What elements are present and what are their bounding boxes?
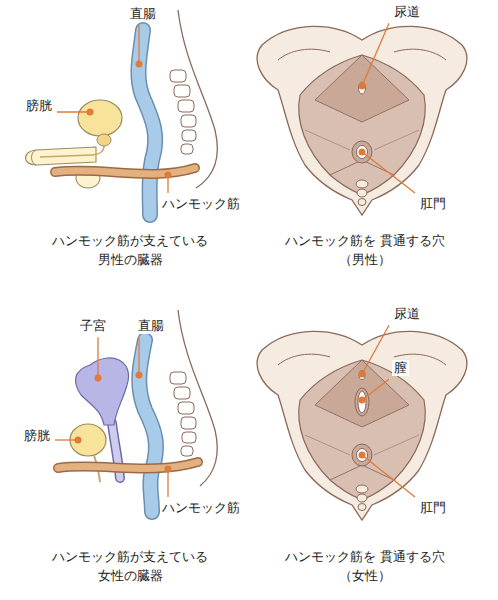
- male-sagittal-view-part: [138, 30, 155, 215]
- part-label: 直腸: [136, 318, 166, 334]
- female-openings-part: [355, 388, 369, 416]
- female-pelvis: [257, 331, 467, 520]
- part-label: ハンモック筋: [160, 500, 242, 516]
- female-sagittal-view-part: [58, 462, 198, 468]
- female-openings-part: [359, 371, 365, 380]
- male-openings-part: [359, 82, 366, 94]
- leader-dot: [165, 172, 172, 179]
- leader-line: [57, 111, 90, 112]
- male-sagittal-view-part: [55, 168, 195, 174]
- female-openings-part: [358, 391, 366, 413]
- leader-line: [167, 469, 168, 497]
- male-openings: [352, 82, 372, 163]
- part-label: 肛門: [418, 196, 448, 212]
- male-openings-part: [357, 146, 368, 159]
- male-sagittal-view-part: [181, 144, 193, 154]
- leader-dot: [165, 466, 172, 473]
- female-openings: [352, 371, 372, 467]
- leader-dot: [136, 372, 143, 379]
- leader-dot: [359, 397, 366, 404]
- figure-caption: ハンモック筋を 貫通する穴（女性）: [282, 548, 448, 586]
- female-sagittal-view-part: [181, 446, 193, 456]
- female-sagittal-view-part: [58, 462, 198, 468]
- female-sagittal-view-part: [139, 340, 156, 512]
- male-sagittal-view: [26, 10, 218, 215]
- leader-line: [362, 379, 389, 400]
- female-openings-part: [357, 449, 368, 462]
- male-sagittal-view-part: [97, 134, 111, 146]
- leader-dot: [87, 109, 94, 116]
- leader-line: [362, 23, 389, 86]
- part-label: 直腸: [128, 6, 158, 22]
- part-label: 膣: [392, 360, 409, 376]
- leader-dot: [359, 83, 366, 90]
- female-sagittal-view-part: [70, 424, 106, 456]
- leader-dot: [95, 375, 102, 382]
- female-sagittal-view: [58, 310, 217, 512]
- leader-dot: [75, 437, 82, 444]
- female-sagittal-view-part: [75, 358, 128, 425]
- part-label: 膀胱: [22, 428, 52, 444]
- male-sagittal-view-part: [174, 85, 190, 97]
- leader-dot: [136, 61, 143, 68]
- male-sagittal-view-part: [32, 150, 37, 165]
- part-label: ハンモック筋: [160, 196, 242, 212]
- part-label: 尿道: [392, 306, 422, 322]
- leader-line: [362, 325, 389, 374]
- part-label: 尿道: [392, 4, 422, 20]
- figure-caption: ハンモック筋が支えている 男性の臓器: [42, 232, 218, 270]
- male-sagittal-view-part: [55, 168, 195, 174]
- female-sagittal-view-part: [178, 402, 194, 414]
- part-label: 肛門: [418, 500, 448, 516]
- figure-caption: ハンモック筋が支えている 女性の臓器: [42, 548, 218, 586]
- female-sagittal-view-part: [181, 417, 196, 429]
- leader-line: [97, 337, 98, 378]
- male-sagittal-view-part: [170, 70, 186, 82]
- leader-dot: [359, 149, 366, 156]
- leader-line: [362, 152, 415, 193]
- female-openings-part: [352, 444, 372, 466]
- leader-line: [138, 25, 139, 64]
- leader-dot: [359, 371, 366, 378]
- leader-line: [362, 455, 415, 497]
- female-sagittal-view-part: [174, 387, 190, 399]
- part-label: 子宮: [78, 318, 108, 334]
- female-sagittal-view-part: [182, 432, 196, 443]
- male-sagittal-view-part: [138, 30, 155, 215]
- male-sagittal-view-part: [181, 115, 196, 127]
- male-sagittal-view-part: [182, 130, 196, 141]
- figure-caption: ハンモック筋を 貫通する穴（男性）: [282, 232, 448, 270]
- male-sagittal-view-part: [78, 100, 122, 136]
- female-sagittal-view-part: [170, 372, 186, 384]
- female-sagittal-view-part: [139, 340, 156, 512]
- male-pelvis: [257, 26, 467, 215]
- male-openings-part: [352, 141, 372, 163]
- leader-line: [138, 337, 139, 375]
- part-label: 膀胱: [24, 98, 54, 114]
- male-sagittal-view-part: [178, 100, 194, 112]
- leader-dot: [359, 452, 366, 459]
- male-sagittal-view-part: [40, 146, 104, 157]
- male-sagittal-view-part: [178, 10, 217, 188]
